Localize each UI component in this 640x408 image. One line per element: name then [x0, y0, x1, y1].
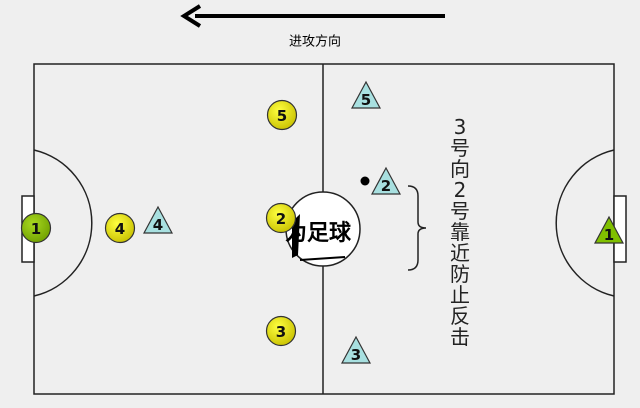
annotation-char: 号 — [450, 199, 470, 223]
attacker-marker — [265, 202, 297, 234]
left-penalty-arc — [33, 149, 93, 297]
direction-label: 进攻方向 — [289, 34, 341, 50]
right-penalty-arc — [555, 149, 615, 297]
player-number: 5 — [277, 107, 287, 125]
defender-marker — [593, 215, 625, 244]
defender-player: 4 — [142, 205, 174, 234]
defender-marker — [350, 80, 382, 109]
annotation-char: 2 — [454, 178, 467, 202]
attacker-player: 4 — [104, 212, 136, 244]
annotation-char: 防 — [450, 262, 470, 286]
player-number: 4 — [153, 216, 163, 234]
player-number: 2 — [276, 210, 286, 228]
player-number: 5 — [361, 91, 371, 109]
player-number: 4 — [115, 220, 125, 238]
annotation-char: 反 — [450, 304, 470, 328]
annotation-char: 止 — [450, 283, 470, 307]
attacker-player: 1 — [20, 212, 52, 244]
pitch — [21, 63, 627, 395]
defender-player: 5 — [350, 80, 382, 109]
annotation-char: 靠 — [450, 220, 470, 244]
player-number: 1 — [31, 220, 41, 238]
attacker-player: 5 — [266, 99, 298, 131]
attacker-marker — [265, 315, 297, 347]
defender-player: 1 — [593, 215, 625, 244]
annotation-char: 向 — [450, 157, 470, 181]
attacker-player: 3 — [265, 315, 297, 347]
annotation-char: 近 — [450, 241, 470, 265]
club-logo: 为足球 — [285, 214, 352, 261]
attacker-marker — [104, 212, 136, 244]
player-number: 2 — [381, 177, 391, 195]
annotation-char: 3 — [454, 115, 467, 139]
brace — [407, 185, 427, 271]
player-number: 3 — [351, 346, 361, 364]
annotation-char: 号 — [450, 136, 470, 160]
defender-marker — [142, 205, 174, 234]
annotation-char: 击 — [450, 325, 470, 349]
defender-marker — [370, 166, 402, 195]
defender-player: 3 — [340, 335, 372, 364]
defender-marker — [340, 335, 372, 364]
attacker-marker — [266, 99, 298, 131]
attacker-marker — [20, 212, 52, 244]
player-number: 1 — [604, 226, 614, 244]
attack-direction-arrow — [180, 4, 445, 28]
attacker-player: 2 — [265, 202, 297, 234]
defender-player: 2 — [370, 166, 402, 195]
player-number: 3 — [276, 323, 286, 341]
ball — [360, 176, 370, 186]
